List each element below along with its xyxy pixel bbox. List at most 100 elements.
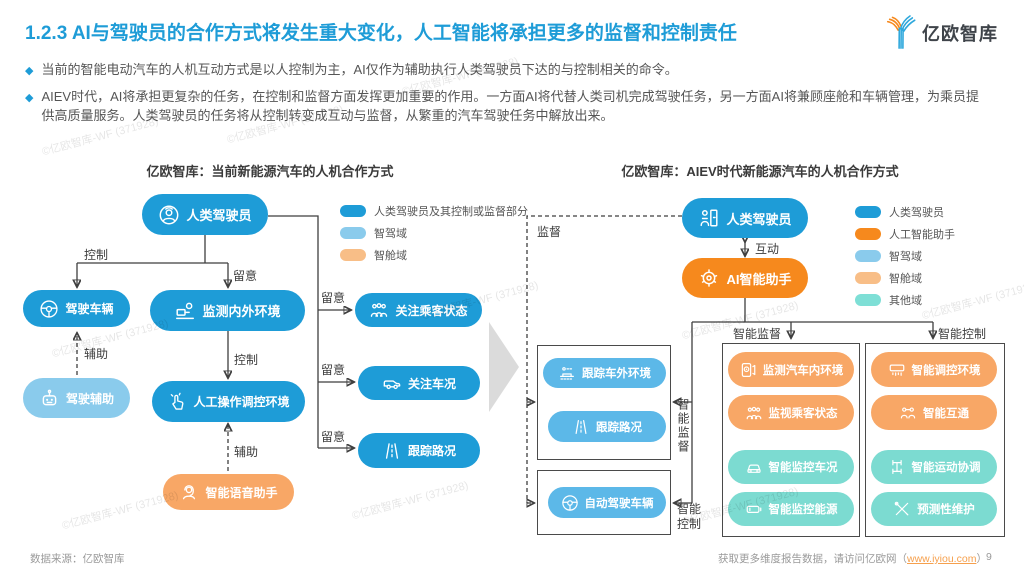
road-icon xyxy=(385,442,399,459)
bullet-list: ◆ 当前的智能电动汽车的人机互动方式是以人控制为主，AI仅作为辅助执行人类驾驶员… xyxy=(25,60,983,133)
battery-icon xyxy=(746,505,761,513)
legend-item: 人类驾驶员及其控制或监督部分 xyxy=(340,200,528,222)
edge-label-smart-control-wrapped: 智能控制 xyxy=(677,502,702,531)
node-label: 驾驶车辆 xyxy=(65,302,114,316)
watermark: ©亿欧智库-WF (371928) xyxy=(350,479,470,523)
legend-swatch xyxy=(340,227,366,239)
legend-swatch xyxy=(855,294,881,306)
legend-label: 智舱域 xyxy=(889,273,922,285)
node-label: 自动驾驶车辆 xyxy=(584,497,654,510)
node-label: 智能监控能源 xyxy=(768,504,838,516)
node-label: 人类驾驶员 xyxy=(726,211,792,227)
tools-icon xyxy=(894,501,909,516)
node-label: 监视乘客状态 xyxy=(768,407,838,420)
edge-label-interact: 互动 xyxy=(755,242,780,256)
car-front-icon xyxy=(746,464,761,473)
node-label: 人类驾驶员 xyxy=(186,208,252,223)
edge-label-smart-supervise: 智能监督 xyxy=(733,327,782,341)
legend-label: 人类驾驶员 xyxy=(889,207,944,219)
legend-swatch xyxy=(855,206,881,218)
legend-item: 其他域 xyxy=(855,289,955,311)
node-autonomous-vehicle: 自动驾驶车辆 xyxy=(548,487,666,518)
node-label: 智能调控环境 xyxy=(911,364,981,377)
footer-note-suffix: ） xyxy=(976,553,987,565)
edge-label-control: 控制 xyxy=(234,353,259,367)
voice-assistant-icon xyxy=(183,485,196,500)
bullet-item: ◆ AIEV时代，AI将承担更复杂的任务，在控制和监督方面发挥更加重要的作用。一… xyxy=(25,87,983,126)
node-label: 跟踪路况 xyxy=(596,421,642,434)
legend-label: 智舱域 xyxy=(374,250,407,262)
outside-environment-icon xyxy=(560,367,574,380)
page-number: 9 xyxy=(986,551,992,563)
node-drive-vehicle: 驾驶车辆 xyxy=(23,290,130,327)
node-drive-assist: 驾驶辅助 xyxy=(23,378,130,418)
iyiou-link[interactable]: www.iyiou.com xyxy=(907,553,977,565)
node-label: 驾驶辅助 xyxy=(65,391,114,406)
node-label: 监测内外环境 xyxy=(202,304,281,319)
node-monitor-energy: 智能监控能源 xyxy=(728,492,854,526)
ai-assistant-icon xyxy=(701,269,718,287)
legend-item: 智驾域 xyxy=(340,222,528,244)
node-human-driver-aiev: 人类驾驶员 xyxy=(682,198,808,238)
node-vehicle-status: 关注车况 xyxy=(358,366,480,400)
node-label: 关注车况 xyxy=(407,376,456,391)
node-label: 关注乘客状态 xyxy=(395,303,468,318)
steering-wheel-icon xyxy=(561,494,578,511)
car-icon xyxy=(383,380,401,390)
node-motion-coordination: 智能运动协调 xyxy=(871,450,997,484)
bullet-item: ◆ 当前的智能电动汽车的人机互动方式是以人控制为主，AI仅作为辅助执行人类驾驶员… xyxy=(25,60,983,80)
legend-label: 智驾域 xyxy=(374,228,407,240)
edge-label-smart-supervise-vertical: 智能监督 xyxy=(676,398,690,454)
node-track-outside-env: 跟踪车外环境 xyxy=(543,358,666,388)
right-legend: 人类驾驶员 人工智能助手 智驾域 智舱域 其他域 xyxy=(855,201,955,311)
node-passenger-status: 关注乘客状态 xyxy=(355,293,482,327)
bullet-text: 当前的智能电动汽车的人机互动方式是以人控制为主，AI仅作为辅助执行人类驾驶员下达… xyxy=(41,62,678,77)
node-predictive-maintenance: 预测性维护 xyxy=(871,492,997,526)
right-diagram-title: 亿欧智库：AIEV时代新能源汽车的人机合作方式 xyxy=(621,164,899,179)
node-ai-assistant: AI智能助手 xyxy=(682,258,808,298)
legend-item: 人工智能助手 xyxy=(855,223,955,245)
hand-pointer-icon xyxy=(171,392,184,410)
edge-label-notice: 留意 xyxy=(321,430,346,444)
node-watch-passengers: 监视乘客状态 xyxy=(728,395,854,430)
legend-swatch xyxy=(855,272,881,284)
edge-label-assist: 辅助 xyxy=(84,347,109,361)
node-voice-assist: 智能语音助手 xyxy=(163,474,294,510)
road-icon xyxy=(575,419,587,434)
left-legend: 人类驾驶员及其控制或监督部分 智驾域 智舱域 xyxy=(340,200,528,266)
legend-item: 人类驾驶员 xyxy=(855,201,955,223)
node-label: 预测性维护 xyxy=(917,504,975,516)
legend-item: 智舱域 xyxy=(340,244,528,266)
node-track-road-aiev: 跟踪路况 xyxy=(548,411,666,442)
legend-label: 智驾域 xyxy=(889,251,922,263)
node-human-driver: 人类驾驶员 xyxy=(142,194,268,235)
node-manual-control: 人工操作调控环境 xyxy=(152,381,305,422)
air-conditioner-icon xyxy=(889,364,904,376)
legend-swatch xyxy=(855,228,881,240)
edge-label-supervise: 监督 xyxy=(537,225,562,239)
node-track-road: 跟踪路况 xyxy=(358,433,480,468)
page-title: 1.2.3 AI与驾驶员的合作方式将发生重大变化，人工智能将承担更多的监督和控制… xyxy=(25,23,737,44)
passengers-icon xyxy=(746,406,761,419)
node-label: 人工操作调控环境 xyxy=(193,395,290,409)
node-label: 智能监控车况 xyxy=(768,462,838,474)
interconnect-icon xyxy=(900,406,916,418)
legend-label: 人类驾驶员及其控制或监督部分 xyxy=(374,206,528,218)
node-label: 跟踪路况 xyxy=(407,444,456,458)
legend-label: 其他域 xyxy=(889,295,922,307)
edge-label-control: 控制 xyxy=(84,248,109,262)
footer-note-prefix: 获取更多维度报告数据，请访问亿欧网（ xyxy=(718,553,907,565)
node-smart-interconnect: 智能互通 xyxy=(871,395,997,430)
node-monitor-vehicle-status: 智能监控车况 xyxy=(728,450,854,484)
edge-label-notice: 留意 xyxy=(321,363,346,377)
edge-label-assist: 辅助 xyxy=(234,445,259,459)
environment-scanner-icon xyxy=(176,302,195,319)
node-monitor-env: 监测内外环境 xyxy=(150,290,305,331)
legend-item: 智驾域 xyxy=(855,245,955,267)
bullet-text: AIEV时代，AI将承担更复杂的任务，在控制和监督方面发挥更加重要的作用。一方面… xyxy=(41,88,979,124)
robot-icon xyxy=(42,389,57,405)
steering-wheel-icon xyxy=(40,299,59,318)
chassis-icon xyxy=(891,460,902,474)
logo-icon xyxy=(886,15,916,49)
